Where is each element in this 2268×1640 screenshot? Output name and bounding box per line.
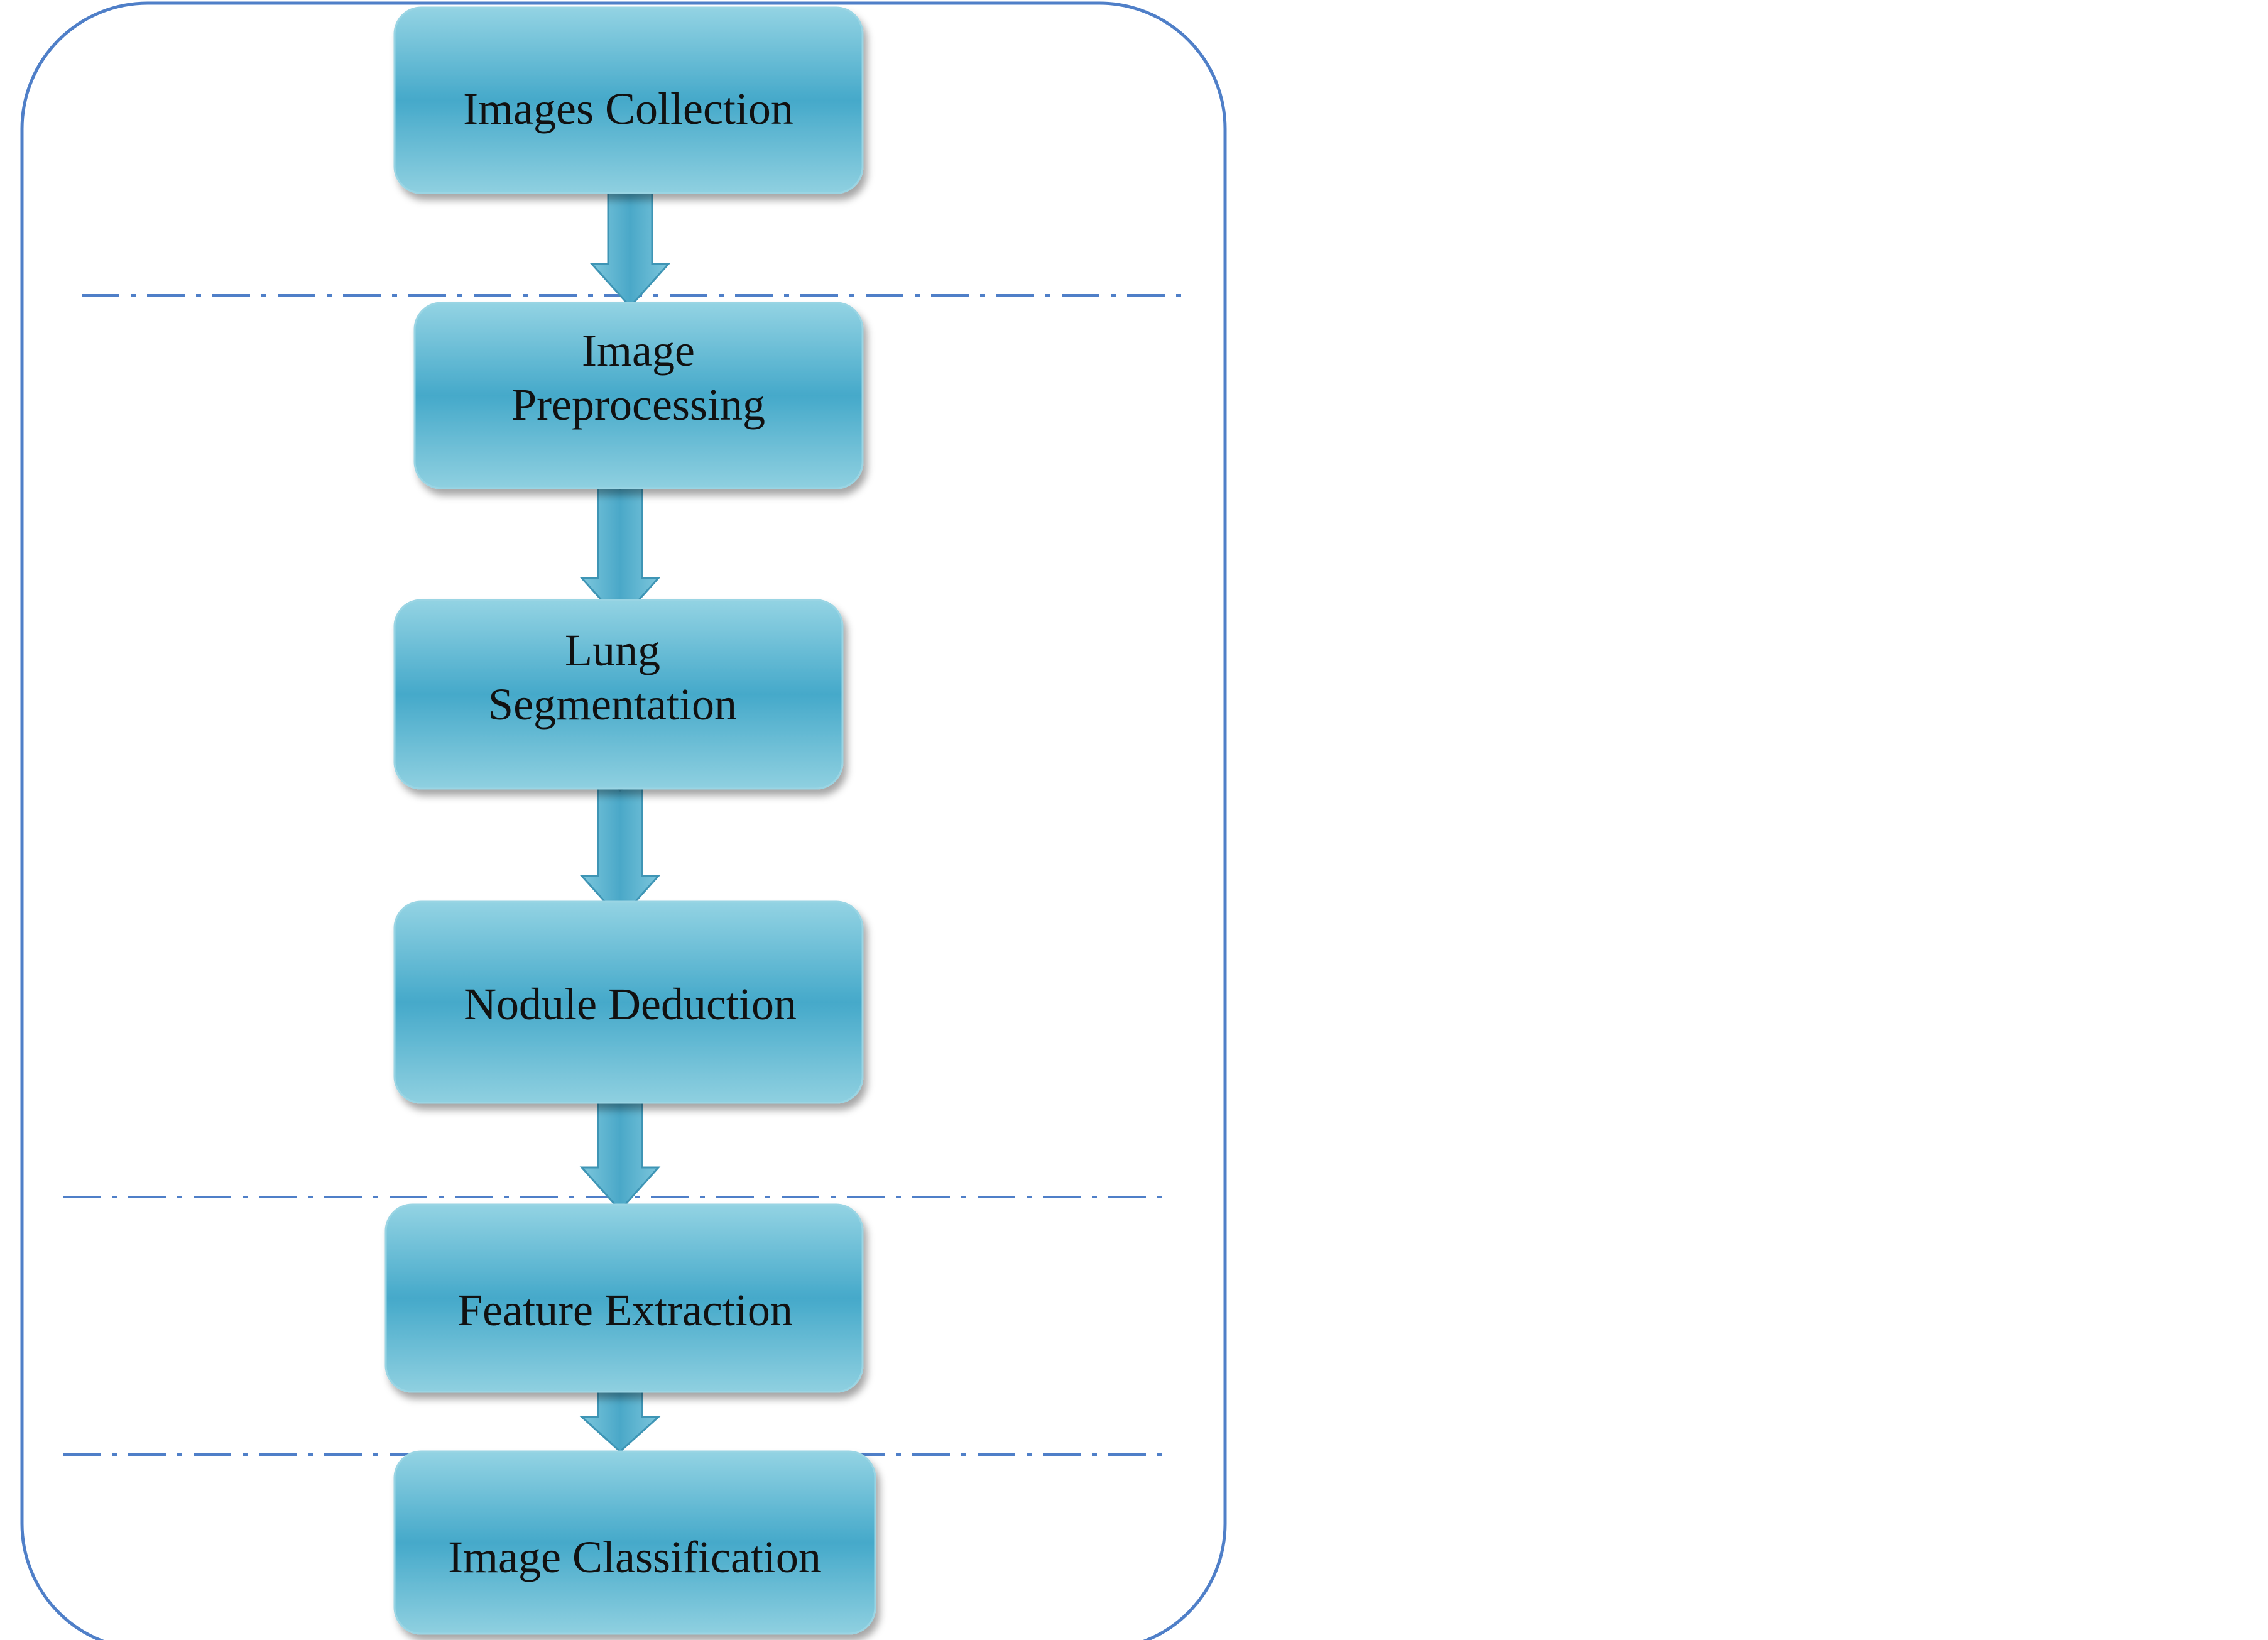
step-box-4: Nodule Deduction <box>393 900 864 1104</box>
process-steps: Images CollectionImagePreprocessingLungS… <box>384 6 876 1635</box>
flow-arrow-3 <box>579 769 661 921</box>
step-label: Nodule Deduction <box>464 979 797 1029</box>
step-label: Image <box>582 325 695 376</box>
step-box-shape <box>413 302 864 489</box>
step-box-shape <box>384 1203 864 1393</box>
step-label: Feature Extraction <box>457 1285 793 1335</box>
step-box-5: Feature Extraction <box>384 1203 864 1393</box>
outer-frame <box>20 1 1227 1640</box>
step-label: Image Classification <box>448 1532 821 1582</box>
step-box-6: Image Classification <box>393 1450 876 1635</box>
flow-arrow-2 <box>579 467 661 623</box>
step-box-shape <box>393 6 864 194</box>
step-label: Preprocessing <box>511 380 765 430</box>
step-label: Images Collection <box>463 84 793 134</box>
step-box-shape <box>393 900 864 1104</box>
step-label: Segmentation <box>488 679 737 730</box>
step-label: Lung <box>565 625 660 675</box>
step-box-shape <box>393 1450 876 1635</box>
step-box-1: Images Collection <box>393 6 864 194</box>
step-box-shape <box>393 599 844 790</box>
